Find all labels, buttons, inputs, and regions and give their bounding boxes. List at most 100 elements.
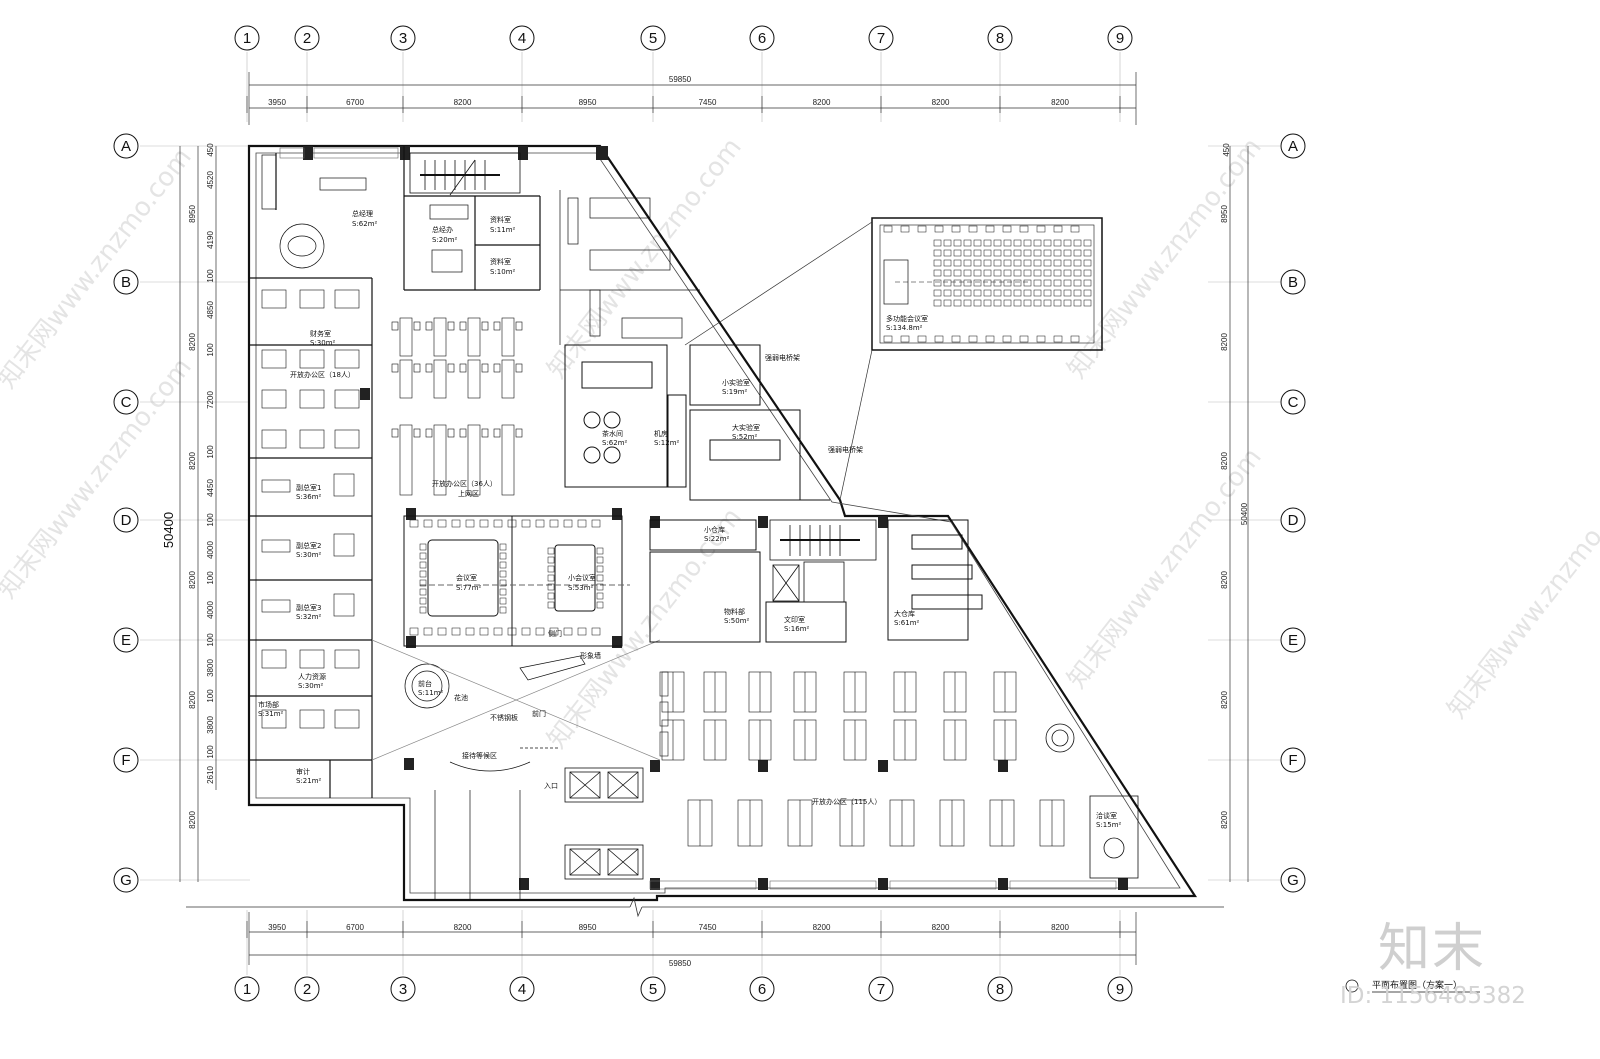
hall-seat-13-2 — [1063, 259, 1072, 267]
hall-seat-8-2 — [1013, 259, 1022, 267]
hall-seat-7-6 — [1003, 299, 1012, 307]
hall-seat-7-4 — [1003, 279, 1012, 287]
center-desk-3-1 — [501, 359, 515, 399]
col-axis-bottom-5-circle — [749, 976, 775, 1002]
meeting-bottom-chair-13 — [591, 627, 601, 636]
row-axis-right-0-circle — [1280, 133, 1306, 159]
hall-seat-4-2 — [973, 259, 982, 267]
deputy-sofa-2 — [333, 593, 355, 617]
left-inner-17: 100 — [206, 745, 215, 759]
hall-seat-7-5 — [1003, 289, 1012, 297]
center-chair-b-0-2 — [413, 428, 421, 438]
hall-seat-3-6 — [963, 299, 972, 307]
hall-seat-12-2 — [1053, 259, 1062, 267]
hall-front-seat-9 — [1036, 225, 1046, 233]
left-desk-9 — [261, 429, 287, 449]
left-desk-14 — [334, 649, 360, 669]
hall-seat-8-3 — [1013, 269, 1022, 277]
area-tea: S:62m² — [602, 439, 628, 447]
hall-seat-10-3 — [1033, 269, 1042, 277]
center-chair-b-3-2 — [515, 428, 523, 438]
hall-seat-2-3 — [953, 269, 962, 277]
top-spacing-7: 8200 — [1051, 98, 1069, 107]
hall-seat-9-1 — [1023, 249, 1032, 257]
col-axis-top-0-label: 1 — [243, 30, 251, 47]
hall-seat-14-5 — [1073, 289, 1082, 297]
hall-seat-7-2 — [1003, 259, 1012, 267]
hall-back-seat-0 — [883, 335, 893, 343]
hall-seat-14-6 — [1073, 299, 1082, 307]
col-axis-bottom-2-circle — [390, 976, 416, 1002]
label-reception-wait: 接待等候区 — [462, 751, 497, 760]
meeting-bottom-chair-5 — [479, 627, 489, 636]
small-meeting-left-chair-3 — [547, 574, 555, 582]
deputy-desk-1 — [261, 539, 291, 553]
row-axis-right-4-circle — [1280, 627, 1306, 653]
label-small-store: 小仓库 — [704, 525, 725, 534]
hall-back-seat-1 — [900, 335, 910, 343]
edge-desk-0 — [659, 671, 669, 697]
col-axis-bottom-7-circle — [987, 976, 1013, 1002]
watermark-3: 知末网www.znzmo.com — [542, 133, 748, 385]
center-desk-0-0 — [399, 317, 413, 357]
label-steel: 不锈钢板 — [490, 713, 518, 722]
hall-back-seat-10 — [1053, 335, 1063, 343]
label-server: 机房 — [654, 429, 668, 438]
area-hr: S:30m² — [298, 682, 324, 690]
meeting-bottom-chair-3 — [451, 627, 461, 636]
meeting-rooms — [403, 515, 630, 647]
right-total-dimension: 50400 — [1240, 502, 1249, 525]
hall-seat-1-4 — [943, 279, 952, 287]
meeting-bottom-chair-1 — [423, 627, 433, 636]
hall-front-seat-2 — [917, 225, 927, 233]
hall-seat-9-2 — [1023, 259, 1032, 267]
hall-seat-11-6 — [1043, 299, 1052, 307]
col-axis-bottom-0-circle — [234, 976, 260, 1002]
left-inner-5: 100 — [206, 343, 215, 357]
left-desk-10 — [299, 429, 325, 449]
hall-seat-13-4 — [1063, 279, 1072, 287]
meeting-top-chair-2 — [437, 519, 447, 528]
row-axis-left-4-label: E — [121, 632, 131, 649]
hall-seat-4-5 — [973, 289, 982, 297]
area-material: S:50m² — [724, 617, 750, 625]
row-axis-right-5-circle — [1280, 747, 1306, 773]
row-axis-left-5-label: F — [121, 752, 130, 769]
hall-seat-8-4 — [1013, 279, 1022, 287]
hall-seat-15-1 — [1083, 249, 1092, 257]
col-axis-top-6-circle — [868, 25, 894, 51]
left-outer-2: 8200 — [188, 452, 197, 470]
label-gm-office: 总经办 — [432, 225, 453, 234]
meeting-top-chair-13 — [591, 519, 601, 528]
small-meeting-left-chair-6 — [547, 601, 555, 609]
meeting-right-chair-4 — [499, 579, 507, 587]
hall-front-seat-10 — [1053, 225, 1063, 233]
label-negotiation: 洽谈室 — [1096, 811, 1117, 820]
area-audit: S:21m² — [296, 777, 322, 785]
row-axis-right-1-circle — [1280, 269, 1306, 295]
hall-seat-3-4 — [963, 279, 972, 287]
hall-seat-9-5 — [1023, 289, 1032, 297]
left-desk-3 — [261, 349, 287, 369]
hall-front-seat-0 — [883, 225, 893, 233]
edge-desk-1 — [659, 701, 669, 727]
center-chair-a-1-1 — [425, 363, 433, 373]
meeting-bottom-chair-11 — [563, 627, 573, 636]
col-axis-top-4-label: 5 — [649, 30, 657, 47]
watermark-2: 知末网www.znzmo.com — [0, 353, 198, 605]
left-desk-13 — [299, 649, 325, 669]
hall-seat-5-0 — [983, 239, 992, 247]
center-chair-a-2-0 — [459, 321, 467, 331]
meeting-right-chair-5 — [499, 588, 507, 596]
area-small-meeting: S:53m² — [568, 584, 594, 592]
hall-seat-13-5 — [1063, 289, 1072, 297]
meeting-chairs — [409, 519, 604, 636]
label-big-store: 大仓库 — [894, 609, 915, 618]
label-flower: 花池 — [454, 693, 468, 702]
hall-seat-4-1 — [973, 249, 982, 257]
right-top-dimension: 450 — [1222, 143, 1231, 157]
col-axis-top-5-circle — [749, 25, 775, 51]
meeting-top-chair-1 — [423, 519, 433, 528]
